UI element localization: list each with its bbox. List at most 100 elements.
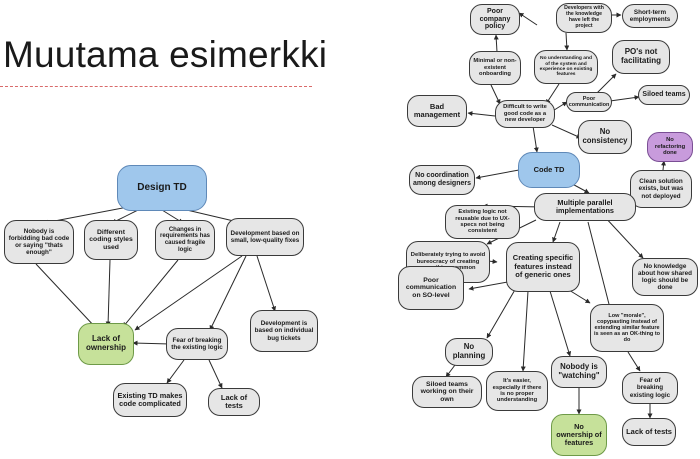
edge xyxy=(445,364,456,378)
clean-solution-node: Clean solution exists, but was not deplo… xyxy=(630,170,692,208)
edge xyxy=(661,160,666,171)
changes-label: Changes in requirements has caused fragi… xyxy=(159,226,211,253)
forbidding-node: Nobody is forbidding bad code or saying … xyxy=(4,220,74,264)
no-knowledge-label: No knowledge about how shared logic shou… xyxy=(638,262,692,292)
edge xyxy=(486,287,517,339)
code-td-label: Code TD xyxy=(533,164,565,174)
minimal-onboarding-node: Minimal or non-existent onboarding xyxy=(469,51,521,85)
edge xyxy=(468,280,514,291)
edge xyxy=(587,221,613,313)
edge xyxy=(602,214,644,259)
easier-node: It's easier, especially if there is no p… xyxy=(486,371,548,411)
edge xyxy=(564,32,570,51)
lack-of-tests-left-node: Lack of tests xyxy=(208,388,260,416)
existing-logic-node: Existing logic not reusable due to UX-sp… xyxy=(445,205,520,239)
fear-breaking-label: Fear of breaking the existing logic xyxy=(171,336,223,351)
no-consistency-node: No consistency xyxy=(578,120,632,154)
pos-not-facilitating-label: PO's not facilitating xyxy=(620,47,661,65)
no-knowledge-node: No knowledge about how shared logic shou… xyxy=(632,258,698,296)
no-refactoring-label: No refactoring done xyxy=(654,137,686,157)
developers-left-label: Developers with the knowledge have left … xyxy=(564,5,604,29)
existing-logic-label: Existing logic not reusable due to UX-sp… xyxy=(455,209,510,235)
no-understanding-label: No understanding and of the system and e… xyxy=(539,56,593,78)
edge xyxy=(208,359,223,389)
edge xyxy=(549,290,572,357)
edge xyxy=(166,359,185,384)
lack-of-tests-right-label: Lack of tests xyxy=(626,426,672,436)
edge xyxy=(551,124,582,139)
edge xyxy=(532,125,539,153)
edge xyxy=(35,263,97,329)
creating-specific-node: Creating specific features instead of ge… xyxy=(506,242,580,292)
bug-tickets-node: Development is based on individual bug t… xyxy=(250,310,318,352)
poor-communication-node: Poor communication xyxy=(566,92,612,112)
edge xyxy=(209,255,247,331)
small-fixes-node: Development based on small, low-quality … xyxy=(226,218,304,256)
edge xyxy=(132,340,171,346)
difficult-node: Difficult to write good code as a new de… xyxy=(495,100,555,128)
code-td-node: Code TD xyxy=(518,152,580,188)
edge xyxy=(490,84,501,105)
edge xyxy=(105,259,111,327)
no-ownership-node: No ownership of features xyxy=(551,414,607,456)
no-ownership-label: No ownership of features xyxy=(556,421,602,448)
poor-comm-so-label: Poor communication on SO-level xyxy=(405,276,457,299)
small-fixes-label: Development based on small, low-quality … xyxy=(230,229,300,244)
coding-styles-node: Different coding styles used xyxy=(84,220,138,260)
short-term-label: Short-term employments xyxy=(629,8,671,23)
no-consistency-label: No consistency xyxy=(582,127,628,145)
fear-breaking-right-node: Fear of breaking existing logic xyxy=(622,372,678,404)
forbidding-label: Nobody is forbidding bad code or saying … xyxy=(8,227,70,257)
lack-of-tests-right-node: Lack of tests xyxy=(622,418,676,446)
low-morale-node: Low "morale", copypasting instead of ext… xyxy=(590,304,664,352)
pos-not-facilitating-node: PO's not facilitating xyxy=(612,40,670,74)
edge xyxy=(467,111,496,117)
bad-management-node: Bad management xyxy=(407,95,467,127)
nobody-watching-label: Nobody is "watching" xyxy=(558,362,600,380)
developers-left-node: Developers with the knowledge have left … xyxy=(556,3,612,33)
poor-comm-so-node: Poor communication on SO-level xyxy=(398,266,464,310)
siloed-teams-bottom-label: Siloed teams working on their own xyxy=(420,380,474,403)
edge xyxy=(256,255,276,312)
siloed-teams-bottom-node: Siloed teams working on their own xyxy=(412,376,482,408)
minimal-onboarding-label: Minimal or non-existent onboarding xyxy=(473,58,517,78)
bug-tickets-label: Development is based on individual bug t… xyxy=(254,320,314,342)
poor-policy-label: Poor company policy xyxy=(479,7,511,31)
edge xyxy=(520,290,529,372)
poor-communication-label: Poor communication xyxy=(568,95,610,108)
difficult-label: Difficult to write good code as a new de… xyxy=(503,104,547,124)
spellcheck-underline xyxy=(0,86,312,87)
edge xyxy=(552,221,561,243)
complicated-node: Existing TD makes code complicated xyxy=(113,383,187,417)
no-planning-label: No planning xyxy=(452,342,486,360)
siloed-teams-top-node: Siloed teams xyxy=(638,85,690,105)
no-understanding-node: No understanding and of the system and e… xyxy=(534,50,598,84)
no-coordination-label: No coordination among designers xyxy=(413,172,471,187)
clean-solution-label: Clean solution exists, but was not deplo… xyxy=(638,178,684,200)
coding-styles-label: Different coding styles used xyxy=(89,228,133,251)
edge xyxy=(518,12,538,26)
easier-label: It's easier, especially if there is no p… xyxy=(492,378,542,404)
bad-management-label: Bad management xyxy=(413,101,461,119)
multiple-implementations-label: Multiple parallel implementations xyxy=(556,197,614,215)
siloed-teams-top-label: Siloed teams xyxy=(642,91,686,99)
no-planning-node: No planning xyxy=(445,338,493,366)
fear-breaking-right-label: Fear of breaking existing logic xyxy=(629,377,671,399)
edge xyxy=(627,351,641,372)
poor-policy-node: Poor company policy xyxy=(470,4,520,35)
design-td-label: Design TD xyxy=(137,182,187,194)
changes-node: Changes in requirements has caused fragi… xyxy=(155,220,215,260)
lack-of-ownership-node: Lack of ownership xyxy=(78,323,134,365)
design-td-node: Design TD xyxy=(117,165,207,211)
no-refactoring-node: No refactoring done xyxy=(647,132,693,162)
edge xyxy=(475,169,520,180)
multiple-implementations-node: Multiple parallel implementations xyxy=(534,193,636,221)
edge xyxy=(609,95,640,102)
slide-title: Muutama esimerkki xyxy=(3,34,328,75)
edge xyxy=(493,34,499,53)
edge xyxy=(134,255,243,331)
low-morale-label: Low "morale", copypasting instead of ext… xyxy=(594,312,661,344)
nobody-watching-node: Nobody is "watching" xyxy=(551,356,607,388)
creating-specific-label: Creating specific features instead of ge… xyxy=(512,253,574,280)
fear-breaking-node: Fear of breaking the existing logic xyxy=(166,328,228,360)
